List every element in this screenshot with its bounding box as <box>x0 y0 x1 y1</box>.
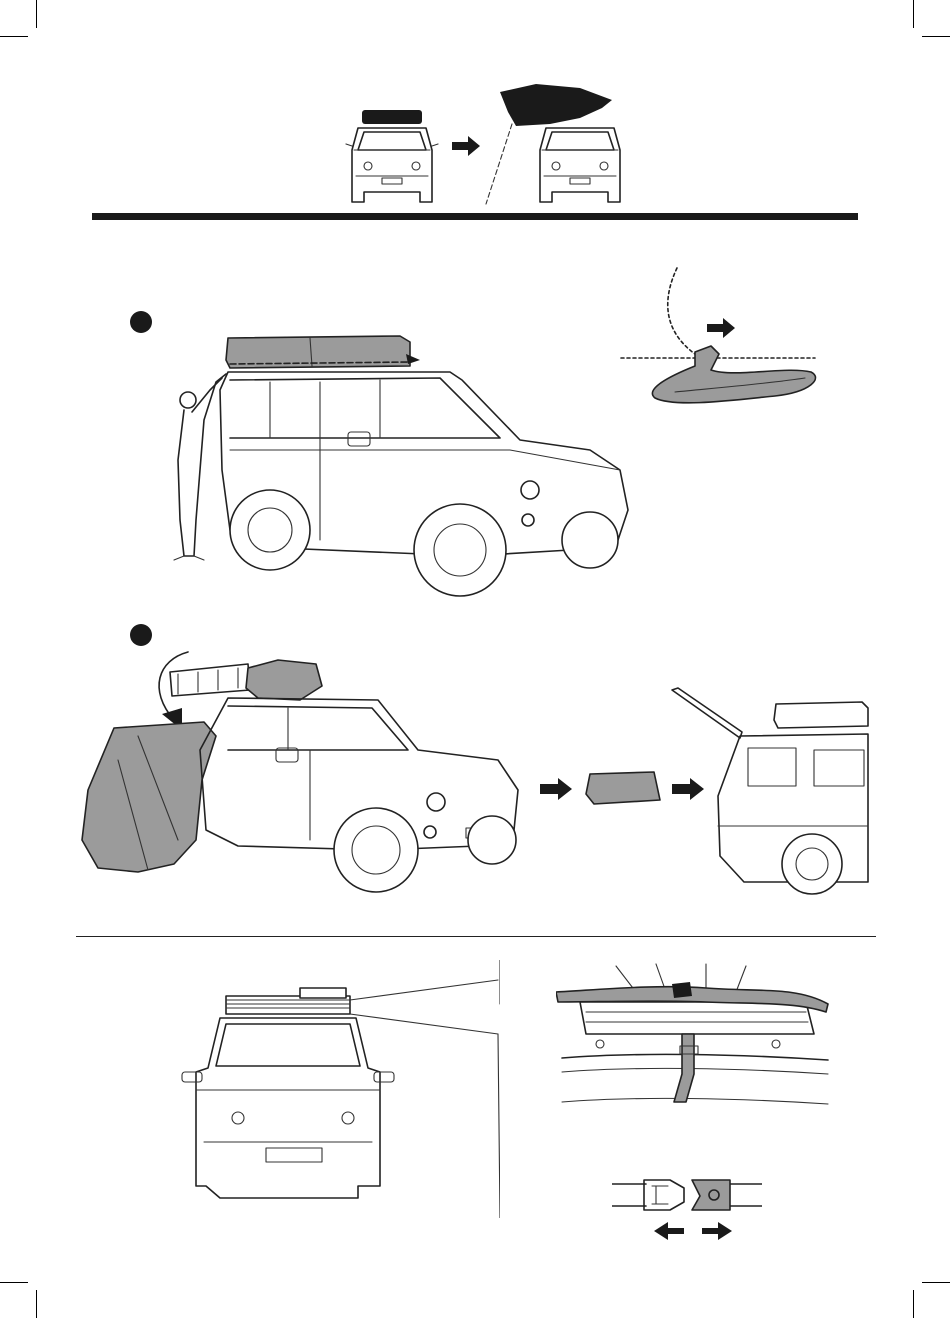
step-1-illustration <box>170 320 640 600</box>
crop-mark <box>0 36 28 37</box>
closed-tent-car-front <box>346 110 438 202</box>
crop-mark <box>36 0 37 28</box>
car-front-roof-rack <box>180 960 500 1218</box>
curved-arrow-icon <box>159 652 188 730</box>
crop-mark <box>36 1290 37 1318</box>
crop-mark <box>913 0 914 28</box>
buckle-detail <box>612 1176 762 1242</box>
zipper-detail <box>615 262 825 412</box>
car-rear-open-trunk <box>664 686 870 896</box>
arrow-right-icon <box>452 136 480 156</box>
crop-mark <box>922 36 950 37</box>
closed-tent-box <box>226 336 420 368</box>
tent-frame-on-roof <box>170 660 322 700</box>
arrow-right-icon <box>540 778 572 800</box>
step-2-illustration <box>78 640 528 900</box>
step-1-badge <box>130 311 152 333</box>
folded-cover <box>584 770 662 806</box>
overview-illustration <box>340 80 640 210</box>
section-divider-thick <box>92 213 858 220</box>
section-divider-thin <box>76 936 876 937</box>
open-tent-car-front <box>486 84 620 204</box>
arrow-right-icon <box>702 1222 732 1240</box>
crop-mark <box>922 1282 950 1283</box>
strap-detail <box>556 962 836 1127</box>
person-figure <box>174 374 226 560</box>
crop-mark <box>913 1290 914 1318</box>
suv-side-view-2 <box>200 698 518 892</box>
suv-side-view <box>220 372 628 596</box>
crop-mark <box>0 1282 28 1283</box>
tent-cover-bag <box>82 722 216 872</box>
arrow-left-icon <box>654 1222 684 1240</box>
